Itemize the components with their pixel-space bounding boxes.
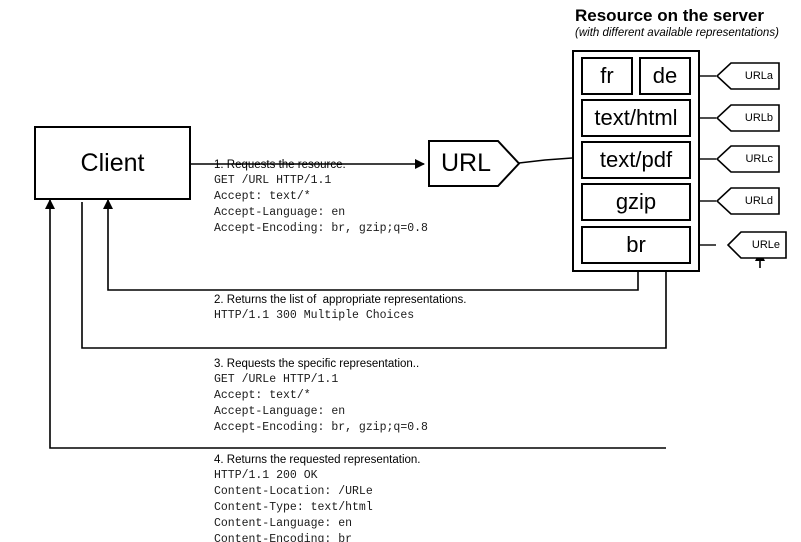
representation-label: br bbox=[626, 232, 646, 257]
representation-box-fr[interactable]: fr bbox=[581, 57, 633, 95]
step-1-line-3: Accept-Language: en bbox=[214, 206, 346, 219]
url-tag-shape bbox=[716, 104, 780, 132]
step-3-line-4: Accept-Encoding: br, gzip;q=0.8 bbox=[214, 421, 428, 434]
url-tag-label: URLe bbox=[751, 239, 780, 251]
url-tag-a[interactable]: URLa bbox=[716, 62, 780, 90]
step-2-title: 2. Returns the list of appropriate repre… bbox=[214, 294, 467, 306]
step-1-line-2: Accept: text/* bbox=[214, 190, 311, 203]
url-tag-label: URLd bbox=[744, 195, 773, 207]
step-4-line-2: Content-Location: /URLe bbox=[214, 485, 373, 498]
url-tag-shape bbox=[716, 145, 780, 173]
step-3-block: 3. Requests the specific representation.… bbox=[214, 358, 428, 436]
representation-box-text-html[interactable]: text/html bbox=[581, 99, 691, 137]
url-tag-shape bbox=[716, 62, 780, 90]
step-3-line-3: Accept-Language: en bbox=[214, 405, 346, 418]
url-tag-label: URLa bbox=[744, 70, 773, 82]
step-4-line-5: Content-Encoding: br bbox=[214, 533, 353, 542]
flow-line-requested-representation bbox=[45, 199, 666, 449]
representation-box-de[interactable]: de bbox=[639, 57, 691, 95]
url-node-label: URL bbox=[440, 149, 491, 177]
step-3-line-1: GET /URLe HTTP/1.1 bbox=[214, 373, 339, 386]
step-4-line-1: HTTP/1.1 200 OK bbox=[214, 469, 318, 482]
url-tag-label: URLb bbox=[744, 112, 773, 124]
url-tag-shape bbox=[716, 187, 780, 215]
leader-lines-url-tags bbox=[700, 75, 716, 246]
step-3-line-2: Accept: text/* bbox=[214, 389, 311, 402]
step-3-title: 3. Requests the specific representation.… bbox=[214, 358, 420, 370]
step-1-line-1: GET /URL HTTP/1.1 bbox=[214, 174, 332, 187]
representation-label: gzip bbox=[615, 189, 657, 214]
page-title: Resource on the server bbox=[575, 6, 764, 25]
step-2-line-1: HTTP/1.1 300 Multiple Choices bbox=[214, 309, 415, 322]
url-tag-d[interactable]: URLd bbox=[716, 187, 780, 215]
url-tag-shape bbox=[727, 231, 787, 259]
url-node[interactable]: URL bbox=[428, 140, 520, 187]
step-4-block: 4. Returns the requested representation.… bbox=[214, 454, 421, 542]
client-box[interactable]: Client bbox=[34, 126, 191, 200]
flow-line-specific-request bbox=[81, 202, 667, 349]
flow-line-url-to-resource bbox=[518, 157, 573, 164]
representation-label: text/pdf bbox=[599, 147, 673, 172]
representation-box-gzip[interactable]: gzip bbox=[581, 183, 691, 221]
representation-label: fr bbox=[600, 63, 614, 88]
flow-line-multiple-choices bbox=[103, 199, 639, 291]
representation-label: text/html bbox=[594, 105, 678, 130]
client-label: Client bbox=[80, 148, 145, 177]
url-node-shape bbox=[428, 140, 520, 187]
url-tag-c[interactable]: URLc bbox=[716, 145, 780, 173]
representation-box-br[interactable]: br bbox=[581, 226, 691, 264]
url-tag-e[interactable]: URLe bbox=[727, 231, 787, 259]
page-subtitle: (with different available representation… bbox=[575, 27, 779, 39]
url-tag-b[interactable]: URLb bbox=[716, 104, 780, 132]
representation-label: de bbox=[652, 63, 678, 88]
step-4-title: 4. Returns the requested representation. bbox=[214, 454, 421, 466]
step-4-line-3: Content-Type: text/html bbox=[214, 501, 373, 514]
step-1-line-4: Accept-Encoding: br, gzip;q=0.8 bbox=[214, 222, 428, 235]
step-2-block: 2. Returns the list of appropriate repre… bbox=[214, 294, 467, 324]
step-1-title: 1. Requests the resource. bbox=[214, 159, 346, 171]
url-tag-label: URLc bbox=[745, 153, 773, 165]
step-1-block: 1. Requests the resource. GET /URL HTTP/… bbox=[214, 159, 428, 237]
step-4-line-4: Content-Language: en bbox=[214, 517, 353, 530]
representation-box-text-pdf[interactable]: text/pdf bbox=[581, 141, 691, 179]
